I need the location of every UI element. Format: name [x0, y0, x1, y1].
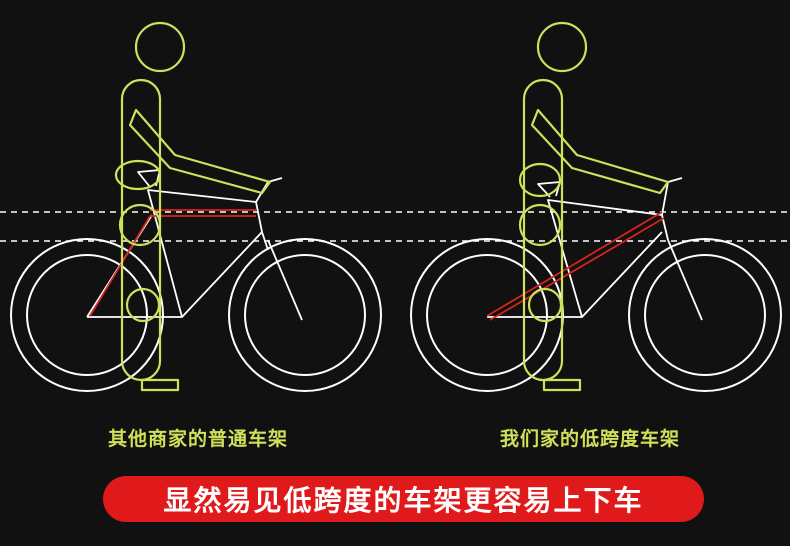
frame-lines: [487, 177, 703, 321]
caption-low-step-frame: 我们家的低跨度车架: [500, 428, 681, 450]
caption-standard-frame: 其他商家的普通车架: [108, 428, 289, 450]
frame-highlight: [486, 211, 665, 321]
frame-highlight: [89, 209, 256, 317]
banner-text: 显然易见低跨度的车架更容易上下车: [163, 484, 644, 517]
front-wheel-icon: [628, 238, 782, 392]
height-guide-lines: [0, 211, 790, 242]
rider-outline-icon: [114, 21, 272, 392]
bicycle-standard-frame-icon: [10, 169, 382, 392]
front-wheel-icon: [228, 238, 382, 392]
rear-wheel-icon: [10, 238, 164, 392]
conclusion-banner: 显然易见低跨度的车架更容易上下车: [103, 476, 704, 522]
rider-outline-icon: [518, 21, 670, 392]
bicycle-low-step-frame-icon: [410, 177, 782, 392]
frame-lines: [86, 169, 303, 321]
